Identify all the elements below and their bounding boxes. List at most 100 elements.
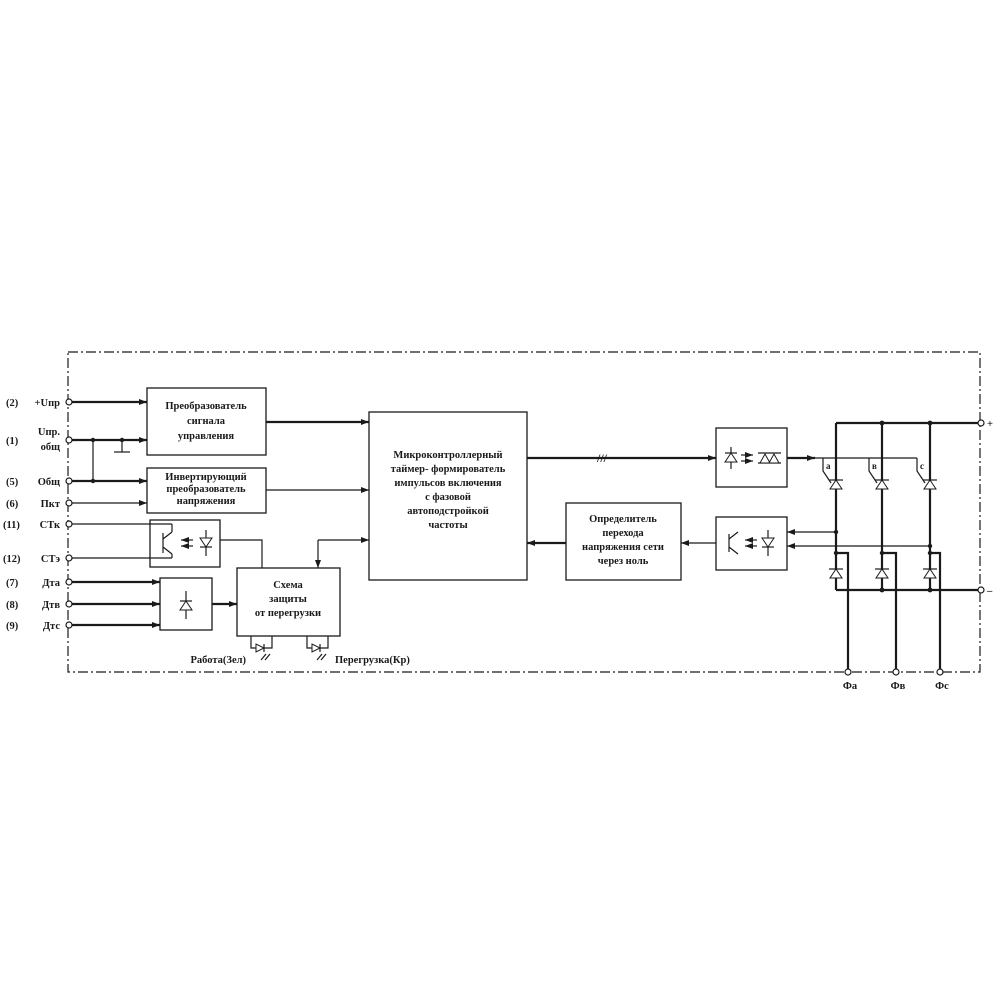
terminal-phase-b: [892, 668, 900, 676]
terminal-pkt: [65, 499, 73, 507]
input-num-common: (5): [6, 477, 19, 488]
block-text: Микроконтроллерный: [393, 450, 502, 461]
thyristor-c-icon: [916, 458, 937, 490]
input-num-u-upr-common: (1): [6, 436, 19, 447]
sensor-input-block: [159, 577, 213, 631]
block-text: Определитель: [589, 514, 657, 525]
terminal-phase-a: [844, 668, 852, 676]
block-text: напряжения: [177, 496, 236, 507]
wire-phase-a-out: [836, 551, 850, 669]
block-text: Схема: [273, 580, 303, 591]
input-label-u-upr-common-bottom: общ: [41, 442, 61, 453]
input-optocoupler-block: [149, 519, 221, 568]
gate-label-c: с: [920, 461, 924, 471]
light-arrows-icon: [741, 452, 753, 464]
input-label-ste: СТэ: [41, 554, 61, 565]
input-terminals: (2) +Uпр (1) Uпр. общ (5) Общ (6) Пкт (1…: [3, 398, 73, 632]
terminal-dtv: [65, 600, 73, 608]
diode-b-icon: [875, 568, 889, 579]
sync-optocoupler-block: [715, 516, 788, 571]
overload-protection-block: Схема защиты от перегрузки: [236, 567, 341, 637]
light-emission-icon: [316, 653, 327, 661]
block-text: преобразователь: [166, 484, 246, 495]
input-label-dts: Дтс: [43, 621, 61, 632]
light-arrows-icon: [745, 537, 757, 549]
work-led: Работа(Зел): [190, 636, 273, 666]
terminal-ste: [65, 554, 73, 562]
block-text: управления: [178, 431, 235, 442]
light-arrows-icon: [181, 537, 193, 549]
input-label-pkt: Пкт: [41, 499, 61, 510]
input-num-ste: (12): [3, 554, 21, 565]
terminal-minus: [977, 586, 985, 594]
junction-dot: [879, 420, 885, 426]
output-label-plus: +: [987, 419, 993, 430]
terminal-u-upr-common: [65, 436, 73, 444]
thyristor-b-icon: [868, 458, 889, 490]
phototransistor-icon: [150, 523, 173, 559]
block-text: Преобразователь: [165, 401, 247, 412]
input-label-u-upr-common-top: Uпр.: [38, 427, 60, 438]
diode-icon: [179, 591, 193, 619]
signal-converter-block: Преобразователь сигнала управления: [146, 387, 267, 456]
terminal-u-upr: [65, 398, 73, 406]
diode-c-icon: [923, 568, 937, 579]
block-text: автоподстройкой: [407, 506, 489, 517]
output-label-phase-b: Фв: [891, 681, 906, 692]
terminal-stk: [65, 520, 73, 528]
gate-label-a: а: [826, 461, 831, 471]
input-num-dtv: (8): [6, 600, 19, 611]
overload-led: Перегрузка(Кр): [306, 636, 410, 666]
input-label-stk: СТк: [40, 520, 61, 531]
terminal-phase-c: [936, 668, 944, 676]
input-num-dts: (9): [6, 621, 19, 632]
led-icon: [199, 530, 213, 556]
block-text: с фазовой: [425, 492, 471, 503]
zero-cross-detector-block: Определитель перехода напряжения сети че…: [565, 502, 682, 581]
work-indicator-label: Работа(Зел): [190, 655, 246, 666]
input-label-dtv: Дтв: [42, 600, 60, 611]
led-icon: [724, 447, 738, 469]
overload-indicator-label: Перегрузка(Кр): [335, 655, 410, 666]
junction-dot: [879, 587, 885, 593]
junction-dot: [927, 420, 933, 426]
block-text: напряжения сети: [582, 542, 664, 553]
input-num-dta: (7): [6, 578, 19, 589]
input-label-common: Общ: [38, 477, 60, 488]
thyristor-bridge: а в с: [822, 420, 978, 669]
input-wires: [72, 399, 160, 628]
block-text: сигнала: [187, 416, 226, 427]
wire-phase-c-out: [930, 551, 942, 669]
input-num-pkt: (6): [6, 499, 19, 510]
block-text: таймер- формирователь: [391, 464, 506, 475]
output-terminals: + – Фа Фв Фс: [843, 419, 993, 692]
terminal-common: [65, 477, 73, 485]
phototransistor-icon: [728, 531, 739, 555]
output-label-phase-c: Фс: [935, 681, 949, 692]
terminal-plus: [977, 419, 985, 427]
input-num-stk: (11): [3, 520, 20, 531]
inverting-converter-block: Инвертирующий преобразователь напряжения: [146, 467, 267, 514]
module-boundary: [67, 351, 981, 673]
block-text: перехода: [602, 528, 644, 539]
terminal-dta: [65, 578, 73, 586]
input-label-u-upr: +Uпр: [35, 398, 61, 409]
block-text: импульсов включения: [394, 478, 502, 489]
terminal-dts: [65, 621, 73, 629]
wire-phase-b-out: [882, 551, 898, 669]
mcu-timer-block: Микроконтроллерный таймер- формирователь…: [368, 411, 528, 581]
light-emission-icon: [260, 653, 271, 661]
output-label-minus: –: [986, 586, 993, 597]
block-text: защиты: [269, 594, 307, 605]
diode-a-icon: [829, 568, 843, 579]
output-label-phase-a: Фа: [843, 681, 858, 692]
junction-dot: [927, 587, 933, 593]
input-label-dta: Дта: [42, 578, 61, 589]
gate-label-b: в: [872, 461, 877, 471]
ground-icon: [114, 440, 130, 453]
block-text: Инвертирующий: [165, 472, 246, 483]
block-text: частоты: [428, 520, 467, 531]
wire-protection-to-optocoupler: [220, 539, 263, 568]
